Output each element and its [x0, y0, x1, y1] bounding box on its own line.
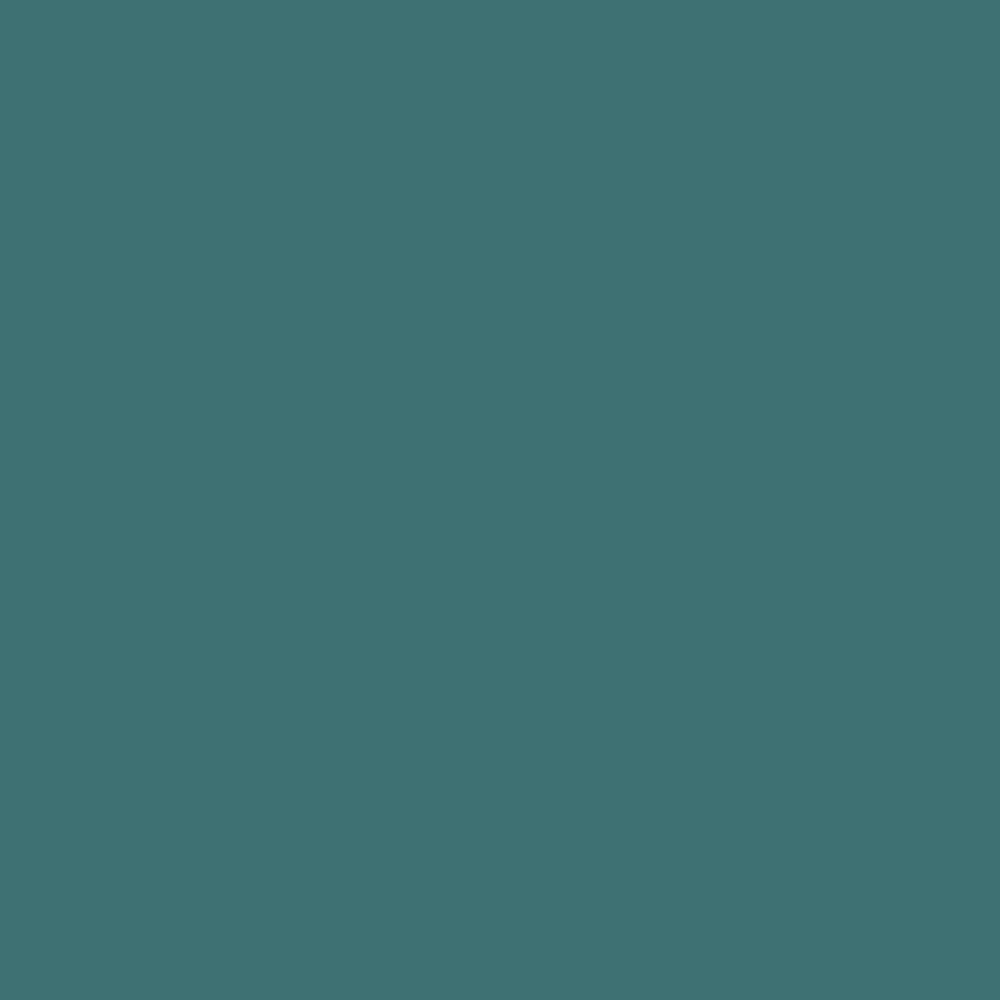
solid-background: [0, 0, 1000, 1000]
